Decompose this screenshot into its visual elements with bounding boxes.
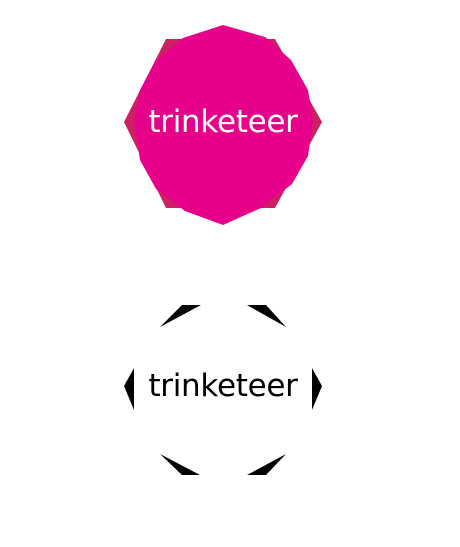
- fragment-top-left: [160, 305, 201, 327]
- badge-main-shape: [134, 25, 313, 225]
- fragment-bottom-right: [247, 454, 286, 475]
- fragment-left: [124, 368, 134, 410]
- fragment-bottom-left: [160, 454, 200, 475]
- outline-wordmark: trinketeer: [148, 368, 298, 404]
- badge-wordmark: trinketeer: [148, 104, 298, 140]
- trinketeer-badge-filled: trinketeer: [124, 25, 322, 225]
- trinketeer-badge-outline: trinketeer: [124, 305, 322, 475]
- fragment-top-right: [247, 305, 286, 327]
- fragment-right: [312, 368, 322, 410]
